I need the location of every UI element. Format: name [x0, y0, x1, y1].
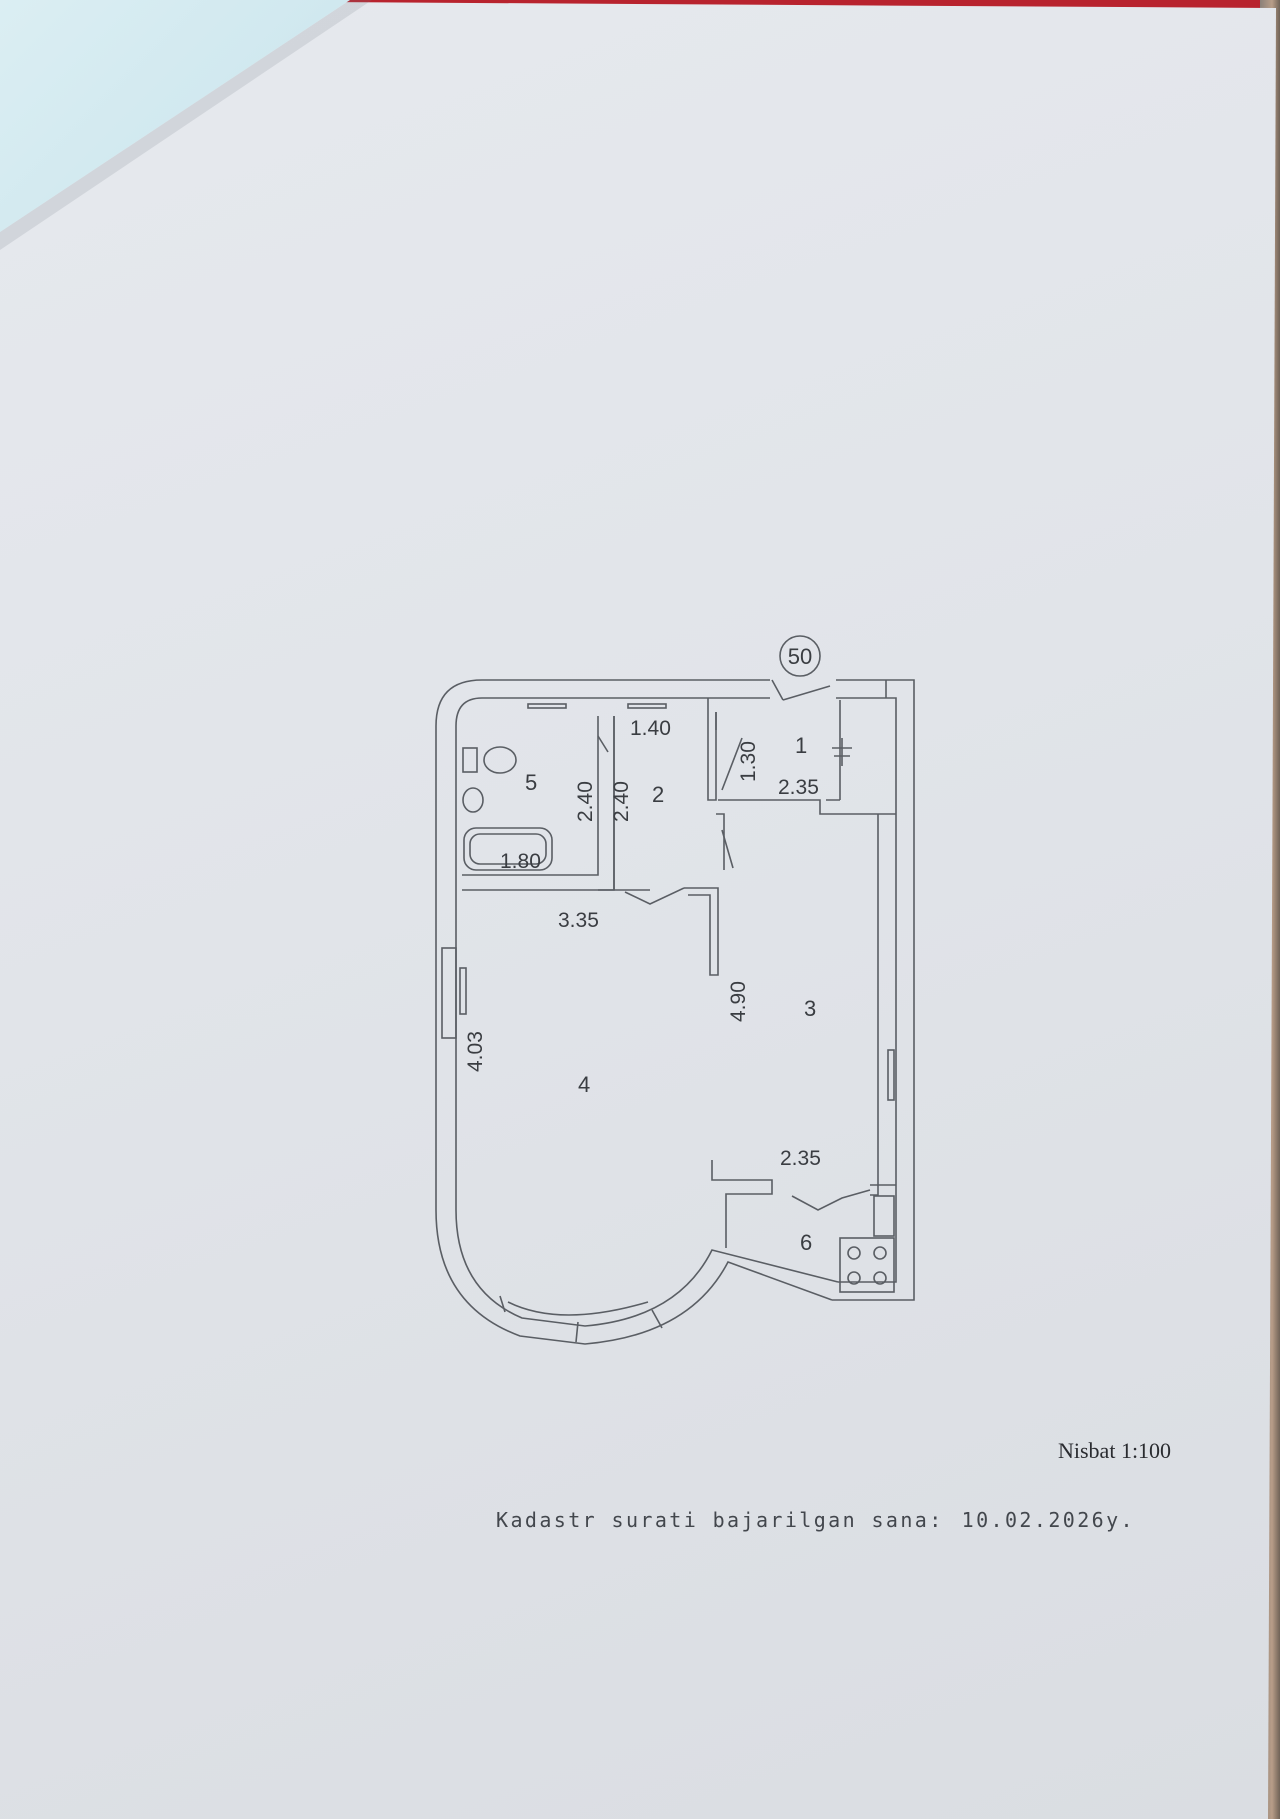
apartment-number-marker: 50 — [779, 635, 821, 677]
dimension-labels: 1.40 1.30 2.35 2.40 2.40 1.80 3.35 4.90 … — [464, 717, 821, 1170]
doors — [597, 679, 871, 1211]
cadastre-date: 10.02.2026y. — [961, 1508, 1135, 1532]
room-number-6: 6 — [800, 1230, 812, 1255]
room-number-5: 5 — [525, 770, 537, 795]
kitchen-fixtures — [839, 1195, 895, 1293]
room-number-1: 1 — [795, 733, 807, 758]
dim-room1-vertical: 1.30 — [737, 741, 760, 782]
dim-room3-height: 4.90 — [727, 981, 750, 1022]
room-numbers: 1 2 3 4 5 6 — [525, 733, 816, 1255]
bathroom-fixtures — [462, 746, 553, 871]
dim-bath-width: 1.80 — [500, 850, 541, 873]
room-number-2: 2 — [652, 782, 664, 807]
dim-bath-height: 2.40 — [574, 781, 597, 822]
room-number-4: 4 — [578, 1072, 590, 1097]
windows — [441, 703, 895, 1343]
dim-corridor-top: 1.40 — [630, 717, 671, 740]
room-number-3: 3 — [804, 996, 816, 1021]
room1-fixture — [832, 738, 852, 766]
dim-corridor-height: 2.40 — [610, 781, 633, 822]
interior-walls — [462, 680, 896, 1248]
dim-room1-width: 2.35 — [778, 776, 819, 799]
cadastre-date-line: Kadastr surati bajarilgan sana: 10.02.202… — [496, 1508, 1135, 1532]
dim-room4-height: 4.03 — [464, 1031, 487, 1072]
dim-kitchen-width: 2.35 — [780, 1147, 821, 1170]
cadastre-label: Kadastr surati bajarilgan sana: — [496, 1508, 944, 1532]
outer-walls — [435, 679, 915, 1345]
apartment-number: 50 — [788, 644, 812, 669]
scale-label: Nisbat 1:100 — [1058, 1438, 1172, 1463]
dim-hall-width: 3.35 — [558, 909, 599, 932]
